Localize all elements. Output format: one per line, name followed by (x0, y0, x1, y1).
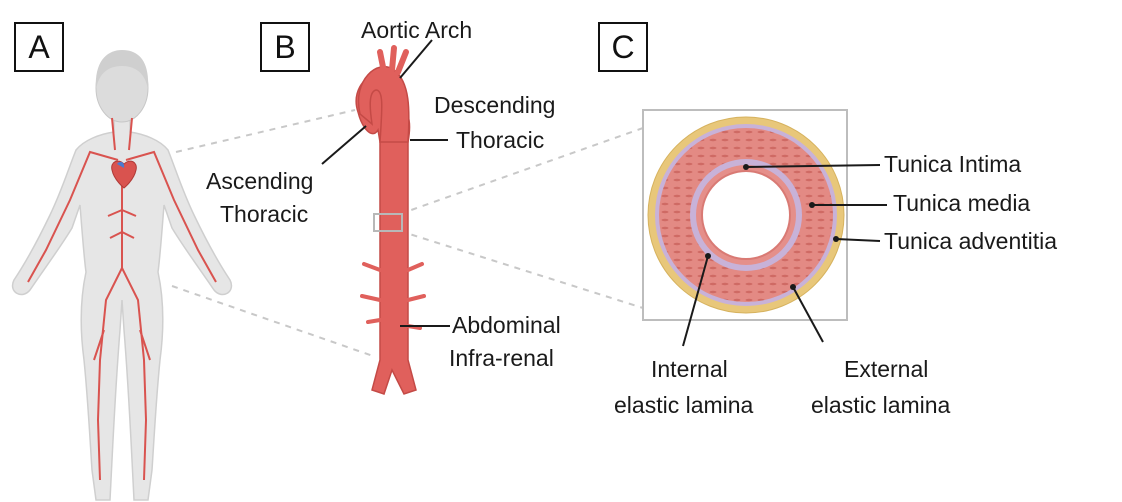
label-internal-line2: elastic lamina (614, 392, 754, 418)
human-body-figure (13, 50, 232, 500)
label-external-line2: elastic lamina (811, 392, 951, 418)
label-tunica-adventitia: Tunica adventitia (884, 228, 1057, 254)
label-aortic-arch: Aortic Arch (361, 17, 472, 43)
label-internal-line1: Internal (651, 356, 728, 382)
vessel-cross-section (643, 110, 847, 320)
label-abdominal-line2: Infra-renal (449, 345, 554, 371)
label-external-line1: External (844, 356, 928, 382)
aorta-illustration (356, 48, 424, 394)
label-ascending-line2: Thoracic (220, 201, 308, 227)
label-tunica-intima: Tunica Intima (884, 151, 1021, 177)
label-tunica-media: Tunica media (893, 190, 1030, 216)
label-ascending-line1: Ascending (206, 168, 313, 194)
arch-branches (380, 48, 406, 72)
label-descending-line2: Thoracic (456, 127, 544, 153)
label-abdominal-line1: Abdominal (452, 312, 561, 338)
aortic-arch-curve (359, 67, 409, 142)
vessel-lumen (702, 171, 790, 259)
label-descending-line1: Descending (434, 92, 555, 118)
